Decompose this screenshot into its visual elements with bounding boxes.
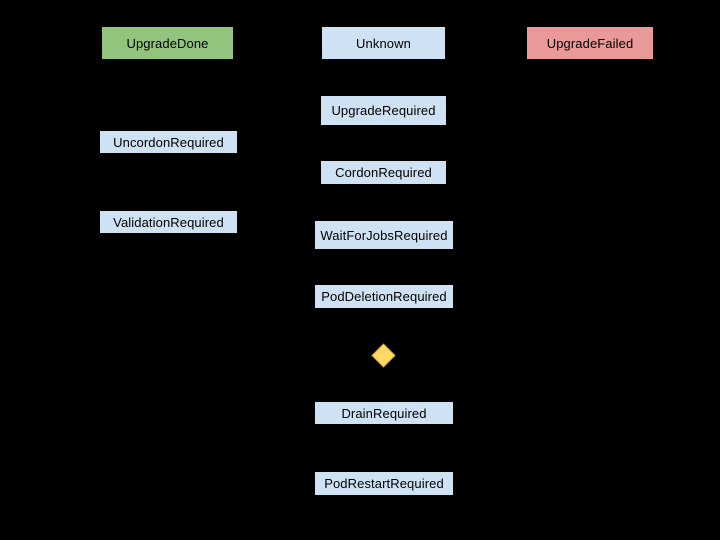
- state-unknown: Unknown: [322, 27, 445, 59]
- state-drain-required: DrainRequired: [315, 402, 453, 424]
- state-pod-restart-required: PodRestartRequired: [315, 472, 453, 495]
- state-validation-required: ValidationRequired: [100, 211, 237, 233]
- state-uncordon-required: UncordonRequired: [100, 131, 237, 153]
- state-upgrade-failed: UpgradeFailed: [527, 27, 653, 59]
- state-upgrade-done: UpgradeDone: [102, 27, 233, 59]
- state-wait-for-jobs-required: WaitForJobsRequired: [315, 221, 453, 249]
- state-pod-deletion-required: PodDeletionRequired: [315, 285, 453, 308]
- state-upgrade-required: UpgradeRequired: [321, 96, 446, 125]
- decision-diamond-icon: [371, 343, 396, 368]
- state-cordon-required: CordonRequired: [321, 161, 446, 184]
